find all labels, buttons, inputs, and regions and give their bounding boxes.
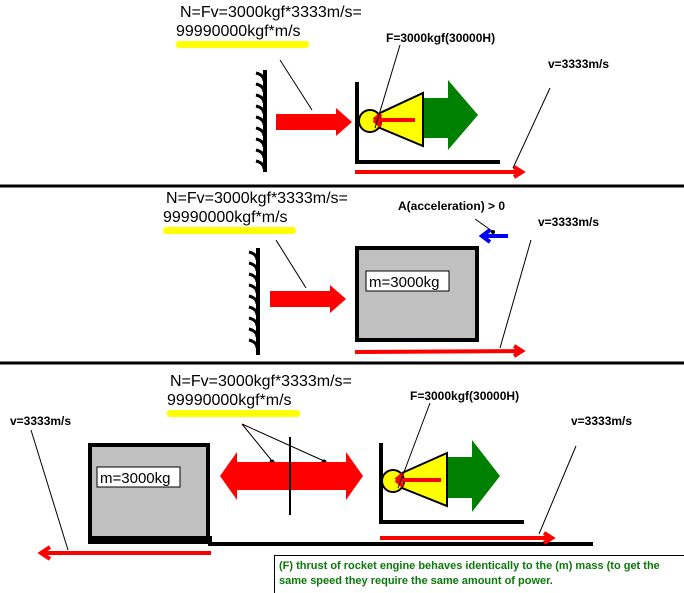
mass-box-base bbox=[88, 536, 212, 544]
pointer-dot bbox=[491, 230, 495, 234]
acceleration-label: A(acceleration) > 0 bbox=[398, 199, 505, 213]
velocity-label-left: v=3333m/s bbox=[10, 414, 71, 428]
engine-mount bbox=[355, 82, 500, 164]
double-force-arrow bbox=[220, 452, 363, 500]
mass-label-box bbox=[365, 270, 450, 292]
wall-icon bbox=[255, 70, 267, 172]
panel-top: N=Fv=3000kgf*3333m/s= 99990000kgf*m/s F=… bbox=[176, 4, 609, 179]
panel-bottom: N=Fv=3000kgf*3333m/s= 99990000kgf*m/s m=… bbox=[10, 373, 632, 561]
explanation-note: (F) thrust of rocket engine behaves iden… bbox=[274, 555, 684, 593]
velocity-arrow bbox=[354, 344, 526, 358]
velocity-arrow-right bbox=[380, 531, 556, 545]
mass-label-box bbox=[96, 466, 181, 488]
panel-middle: N=Fv=3000kgf*3333m/s= 99990000kgf*m/s m=… bbox=[163, 190, 599, 358]
formula-line2: 99990000kgf*m/s bbox=[167, 392, 292, 409]
mass-box bbox=[88, 443, 210, 541]
formula-line2: 99990000kgf*m/s bbox=[176, 23, 301, 40]
force-pointer-line bbox=[374, 44, 401, 129]
highlight-underline bbox=[167, 410, 300, 417]
formula-line1: N=Fv=3000kgf*3333m/s= bbox=[166, 190, 348, 207]
rocket-engine-icon bbox=[381, 440, 500, 512]
force-arrow bbox=[276, 108, 352, 136]
highlight-underline bbox=[176, 41, 309, 48]
force-label: F=3000kgf(30000H) bbox=[386, 31, 495, 45]
force-label: F=3000kgf(30000H) bbox=[410, 389, 519, 403]
highlight-underline bbox=[163, 227, 296, 234]
formula-line1: N=Fv=3000kgf*3333m/s= bbox=[170, 373, 352, 390]
mass-box bbox=[355, 246, 479, 342]
mass-label: m=3000kg bbox=[100, 470, 170, 487]
wall-icon bbox=[248, 248, 260, 355]
force-arrow bbox=[270, 285, 346, 313]
velocity-arrow-left bbox=[37, 545, 211, 561]
formula-line2: 99990000kgf*m/s bbox=[163, 209, 288, 226]
velocity-label-right: v=3333m/s bbox=[571, 414, 632, 428]
formula-line1: N=Fv=3000kgf*3333m/s= bbox=[180, 4, 362, 21]
formula-pointer-line bbox=[279, 59, 313, 111]
acceleration-arrow bbox=[478, 228, 508, 244]
mass-label: m=3000kg bbox=[369, 274, 439, 291]
velocity-pointer-line-right bbox=[538, 445, 577, 535]
acceleration-pointer-line bbox=[474, 218, 493, 232]
velocity-label: v=3333m/s bbox=[538, 215, 599, 229]
rocket-engine-icon bbox=[358, 80, 478, 150]
force-pointer-line bbox=[397, 402, 431, 489]
velocity-pointer-line bbox=[512, 87, 551, 169]
velocity-pointer-line bbox=[499, 239, 532, 349]
velocity-label: v=3333m/s bbox=[548, 57, 609, 71]
engine-mount bbox=[379, 443, 524, 524]
velocity-arrow bbox=[355, 165, 526, 179]
formula-pointer-lines bbox=[241, 423, 325, 462]
formula-pointer-line bbox=[275, 239, 307, 289]
velocity-pointer-line-left bbox=[30, 429, 69, 551]
